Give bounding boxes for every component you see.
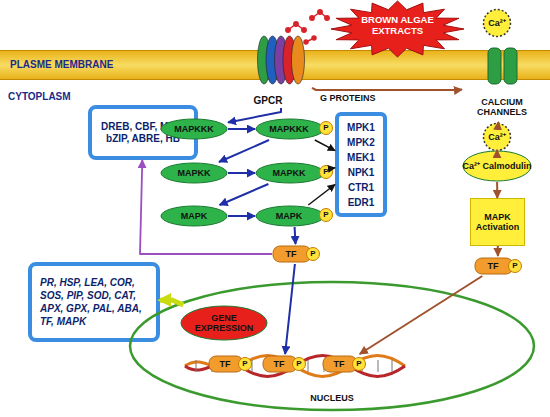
phospho-tf: TFP [322,354,366,374]
node-text: GPCR [250,95,286,106]
shape-outline [128,280,536,412]
gene-list-box: PR, HSP, LEA, COR, SOS, PIP, SOD, CAT, A… [28,262,160,342]
ellipse-shape [256,119,324,139]
ellipse-shape [181,306,267,340]
phospho-tf: TFP [272,244,320,264]
phospho-kinase: MAPKKP [255,162,333,184]
receptor-helix [292,36,305,84]
node-text: TF [272,244,310,264]
node-text: Ca²⁺ [482,122,512,152]
phospho-mark: P [319,208,333,222]
node-text: Ca²⁺ [482,8,512,38]
signal-arrow [228,172,255,174]
node-text: GENE EXPRESSION [180,305,268,341]
kinase-ellipse: MAPKK [160,162,228,184]
dna-helix [185,356,405,377]
node-text: MAPK Activation [471,199,524,245]
signal-arrow [312,88,462,90]
region-label: CYTOPLASM [8,91,71,102]
signal-arrow [496,182,498,198]
ellipse-shape [463,151,531,181]
edge-label: G PROTEINS [320,93,376,103]
node-text: Ca²⁺ Calmodulin [462,150,532,182]
node-text: MPK1 MPK2 MEK1 NPK1 CTR1 EDR1 [339,116,383,213]
nucleus-outline [130,282,534,410]
node-text: MAPKK [255,162,323,184]
node-text: NUCLEUS [128,393,536,403]
phospho-mark: P [306,247,320,261]
kinase-ellipse: MAPK [160,205,228,227]
phospho-tf: TFP [262,354,306,374]
node-text: MAPK [160,205,228,227]
phospho-mark: P [319,165,333,179]
phospho-mark: P [238,357,252,371]
node-text: MAPKKK [160,118,228,140]
ellipse-shape [256,206,324,226]
signal-arrow [315,140,335,151]
gene-expression-ellipse: GENE EXPRESSION [180,305,268,341]
extract-burst: BROWN ALGAE EXTRACTS [330,0,465,58]
signal-arrow [219,140,269,162]
signal-arrow [294,227,297,244]
node-text: CALCIUM CHANNELS [462,97,542,118]
kinase-list-box: MPK1 MPK2 MEK1 NPK1 CTR1 EDR1 [335,112,387,217]
channel-subunit [504,48,517,84]
gpcr-receptor: GPCR [250,33,312,108]
signal-arrow [497,246,499,256]
node-text: PLASME MEMBRANE [10,59,113,70]
phospho-tf: TFP [208,354,252,374]
phospho-mark: P [508,259,522,273]
ellipse-shape [161,206,227,226]
signal-arrow [285,264,295,354]
signal-arrow [140,160,272,254]
phospho-kinase: MAPKKKP [255,118,333,140]
node-text: MAPK [255,205,323,227]
node-text: MAPKKK [255,118,323,140]
ellipse-shape [161,163,227,183]
burst-shape [331,1,464,57]
node-text: TF [474,256,512,276]
calcium-channel: CALCIUM CHANNELS [462,45,542,123]
calcium-ion: Ca²⁺ [482,122,512,152]
activation-box: MAPK Activation [470,198,525,246]
calmodulin-ellipse: Ca²⁺ Calmodulin [462,150,532,182]
kinase-ellipse: MAPKKK [160,118,228,140]
ellipse-shape [161,119,227,139]
signal-arrow [220,184,269,205]
nucleus-ellipse: NUCLEUSGENE EXPRESSIONTFPTFPTFP [128,280,536,412]
signal-arrow [308,185,335,206]
node-text: TF [322,354,356,374]
node-text: TF [262,354,296,374]
node-text: BROWN ALGAE EXTRACTS [360,15,435,37]
node-text: MAPKK [160,162,228,184]
signal-arrow [228,128,255,130]
phospho-mark: P [319,121,333,135]
phospho-kinase: MAPKP [255,205,333,227]
phospho-tf: TFP [474,256,522,276]
phospho-mark: P [292,357,306,371]
node-text: TF [208,354,242,374]
calcium-ion: Ca²⁺ [482,8,512,38]
ellipse-shape [256,163,324,183]
channel-subunit [488,48,501,84]
signal-arrow [228,215,255,217]
phospho-mark: P [352,357,366,371]
